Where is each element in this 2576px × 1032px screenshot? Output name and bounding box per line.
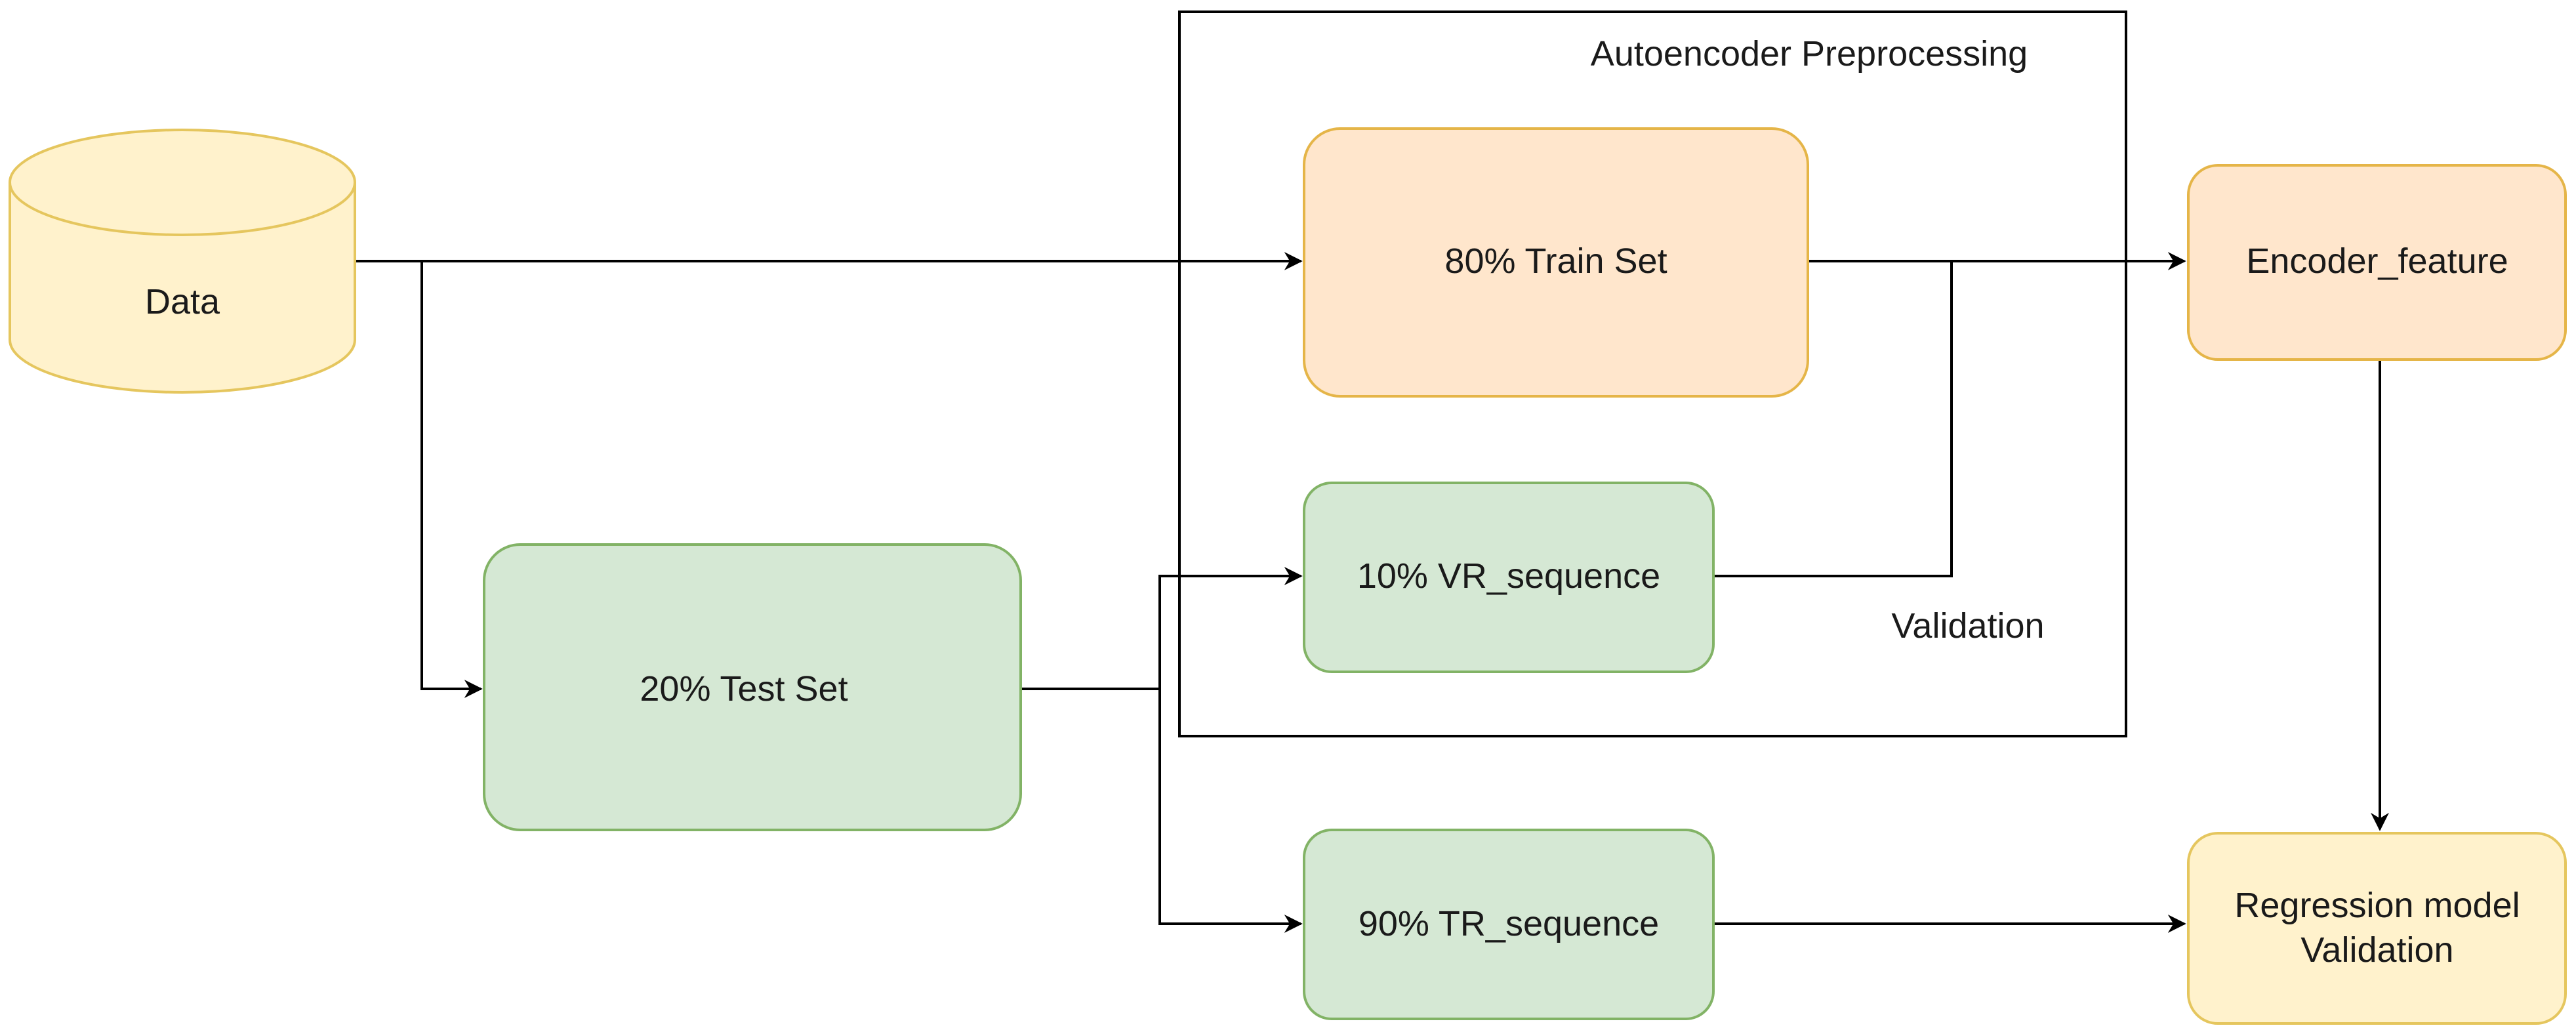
vr-sequence-node[interactable]: 10% VR_sequence — [1303, 482, 1715, 673]
regression-label-line1: Regression model — [2234, 886, 2520, 925]
regression-validation-node[interactable]: Regression model Validation — [2187, 832, 2567, 1025]
data-cylinder[interactable]: Data — [9, 129, 356, 394]
train-set-node[interactable]: 80% Train Set — [1303, 127, 1809, 398]
tr-sequence-label: 90% TR_sequence — [1359, 904, 1659, 943]
data-label: Data — [145, 282, 220, 321]
regression-validation-box — [2187, 832, 2567, 1025]
test-set-node[interactable]: 20% Test Set — [483, 543, 1022, 831]
tr-sequence-node[interactable]: 90% TR_sequence — [1303, 829, 1715, 1020]
validation-edge-label: Validation — [1891, 606, 2044, 646]
regression-label-line2: Validation — [2300, 930, 2453, 970]
data-cylinder-body — [9, 129, 356, 394]
test-set-label: 20% Test Set — [640, 669, 848, 709]
autoencoder-group-box — [1178, 10, 2127, 737]
vr-sequence-label: 10% VR_sequence — [1357, 556, 1660, 596]
autoencoder-group-title: Autoencoder Preprocessing — [1591, 34, 2028, 73]
data-cylinder-top — [9, 182, 356, 236]
train-set-label: 80% Train Set — [1444, 241, 1667, 281]
tr-sequence-box — [1303, 829, 1715, 1020]
train-set-box — [1303, 127, 1809, 398]
edge-data-to-test — [420, 261, 483, 698]
encoder-feature-box — [2187, 164, 2567, 361]
encoder-feature-node[interactable]: Encoder_feature — [2187, 164, 2567, 361]
vr-sequence-box — [1303, 482, 1715, 673]
edge-split-to-vr — [1158, 567, 1303, 689]
edge-split-to-tr — [1158, 689, 1303, 933]
edge-vr-validation — [1713, 261, 1953, 577]
test-set-box — [483, 543, 1022, 831]
encoder-feature-label: Encoder_feature — [2246, 241, 2508, 281]
